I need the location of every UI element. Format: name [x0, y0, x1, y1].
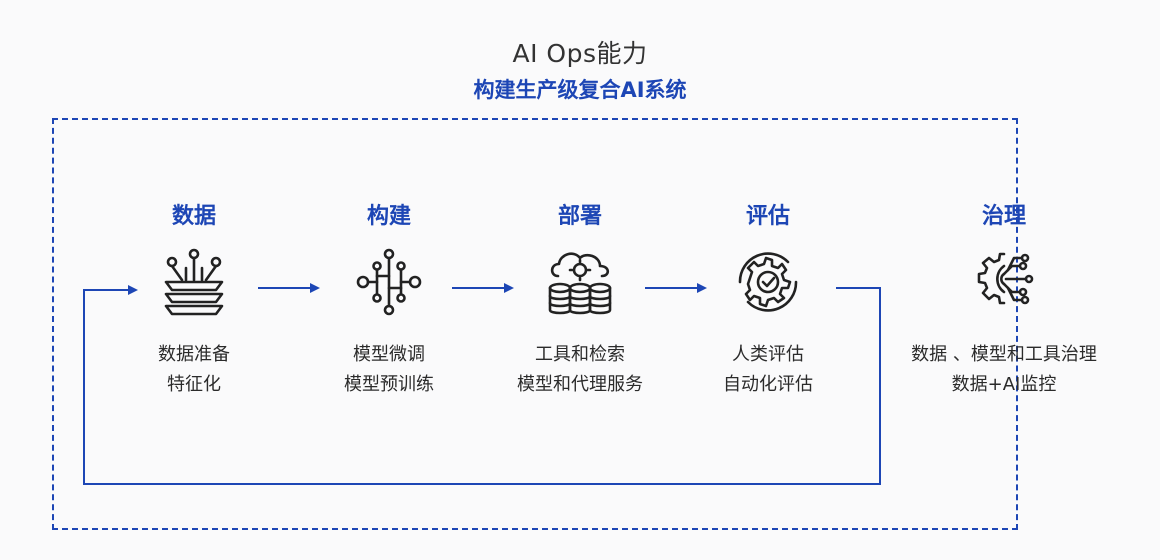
- stage-line-1: 数据准备: [158, 344, 230, 365]
- stage-line-2: 特征化: [167, 374, 221, 395]
- gear-check-icon: [738, 252, 798, 312]
- stage-title: 治理: [981, 204, 1026, 229]
- stage-line-1: 工具和检索: [535, 344, 625, 365]
- stage-line-2: 模型预训练: [344, 374, 434, 395]
- stage-title: 构建: [366, 204, 411, 229]
- stage-line-1: 数据 、模型和工具治理: [911, 344, 1097, 365]
- stage-line-1: 人类评估: [732, 344, 804, 365]
- stage-line-2: 模型和代理服务: [517, 374, 643, 395]
- data-layers-icon: [164, 248, 224, 316]
- stage-line-1: 模型微调: [353, 344, 425, 365]
- stage-title: 部署: [557, 204, 602, 229]
- stage-line-2: 自动化评估: [723, 374, 813, 395]
- diagram-title: AI Ops能力: [512, 39, 648, 68]
- stage-title: 数据: [171, 204, 216, 229]
- stage-line-2: 数据+AI监控: [951, 374, 1057, 395]
- gear-circuit-icon: [977, 252, 1034, 305]
- feedback-loop-arrow: [83, 285, 881, 485]
- diagram-subtitle: 构建生产级复合AI系统: [473, 78, 687, 102]
- cloud-database-icon: [548, 252, 612, 315]
- neural-network-icon: [356, 248, 422, 316]
- stage-title: 评估: [745, 204, 790, 229]
- ai-ops-boundary: [52, 118, 1018, 530]
